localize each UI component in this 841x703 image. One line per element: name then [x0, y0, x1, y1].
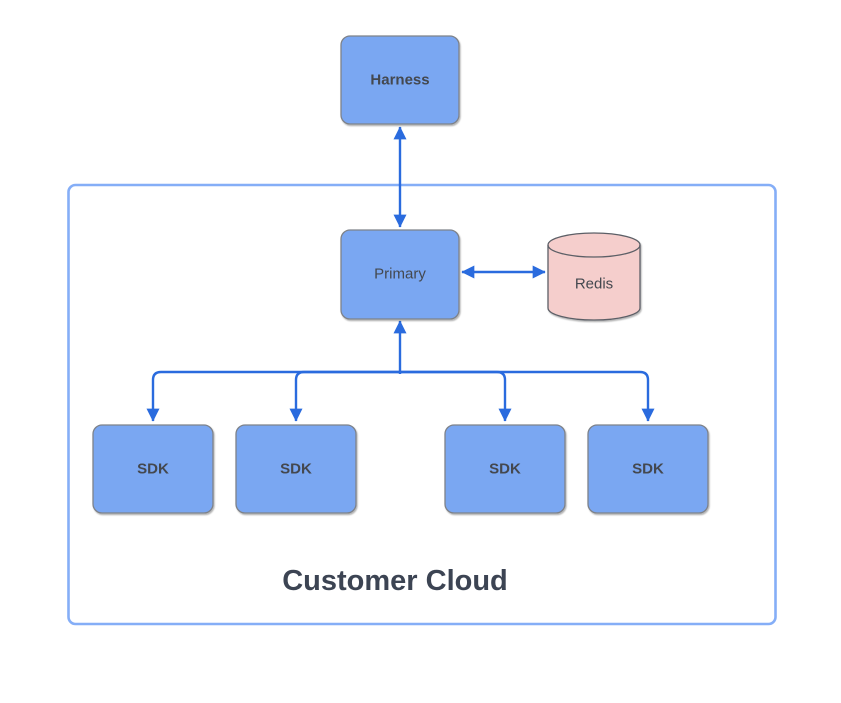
- connector-primary-sdk1: [146, 370, 400, 422]
- primary-label: Primary: [374, 266, 426, 283]
- sdk1-label: SDK: [137, 461, 169, 478]
- redis-cylinder-top-arc: [547, 244, 641, 258]
- sdk3-label: SDK: [489, 461, 521, 478]
- node-primary: Primary: [340, 229, 460, 320]
- connector-primary-sdk3: [400, 370, 512, 422]
- harness-label: Harness: [370, 72, 429, 89]
- connector-primary-sdk4: [400, 370, 655, 422]
- sdk4-label: SDK: [632, 461, 664, 478]
- sdk2-label: SDK: [280, 461, 312, 478]
- redis-label: Redis: [575, 276, 613, 293]
- node-sdk-2: SDK: [235, 424, 357, 514]
- customer-cloud-container: [67, 183, 777, 626]
- node-sdk-1: SDK: [92, 424, 214, 514]
- customer-cloud-label: Customer Cloud: [282, 565, 508, 597]
- connector-primary-sdk2: [289, 370, 400, 422]
- node-harness: Harness: [340, 35, 460, 125]
- node-sdk-3: SDK: [444, 424, 566, 514]
- redis-cylinder-shape: [547, 232, 641, 321]
- node-sdk-4: SDK: [587, 424, 709, 514]
- node-redis: Redis: [547, 232, 641, 321]
